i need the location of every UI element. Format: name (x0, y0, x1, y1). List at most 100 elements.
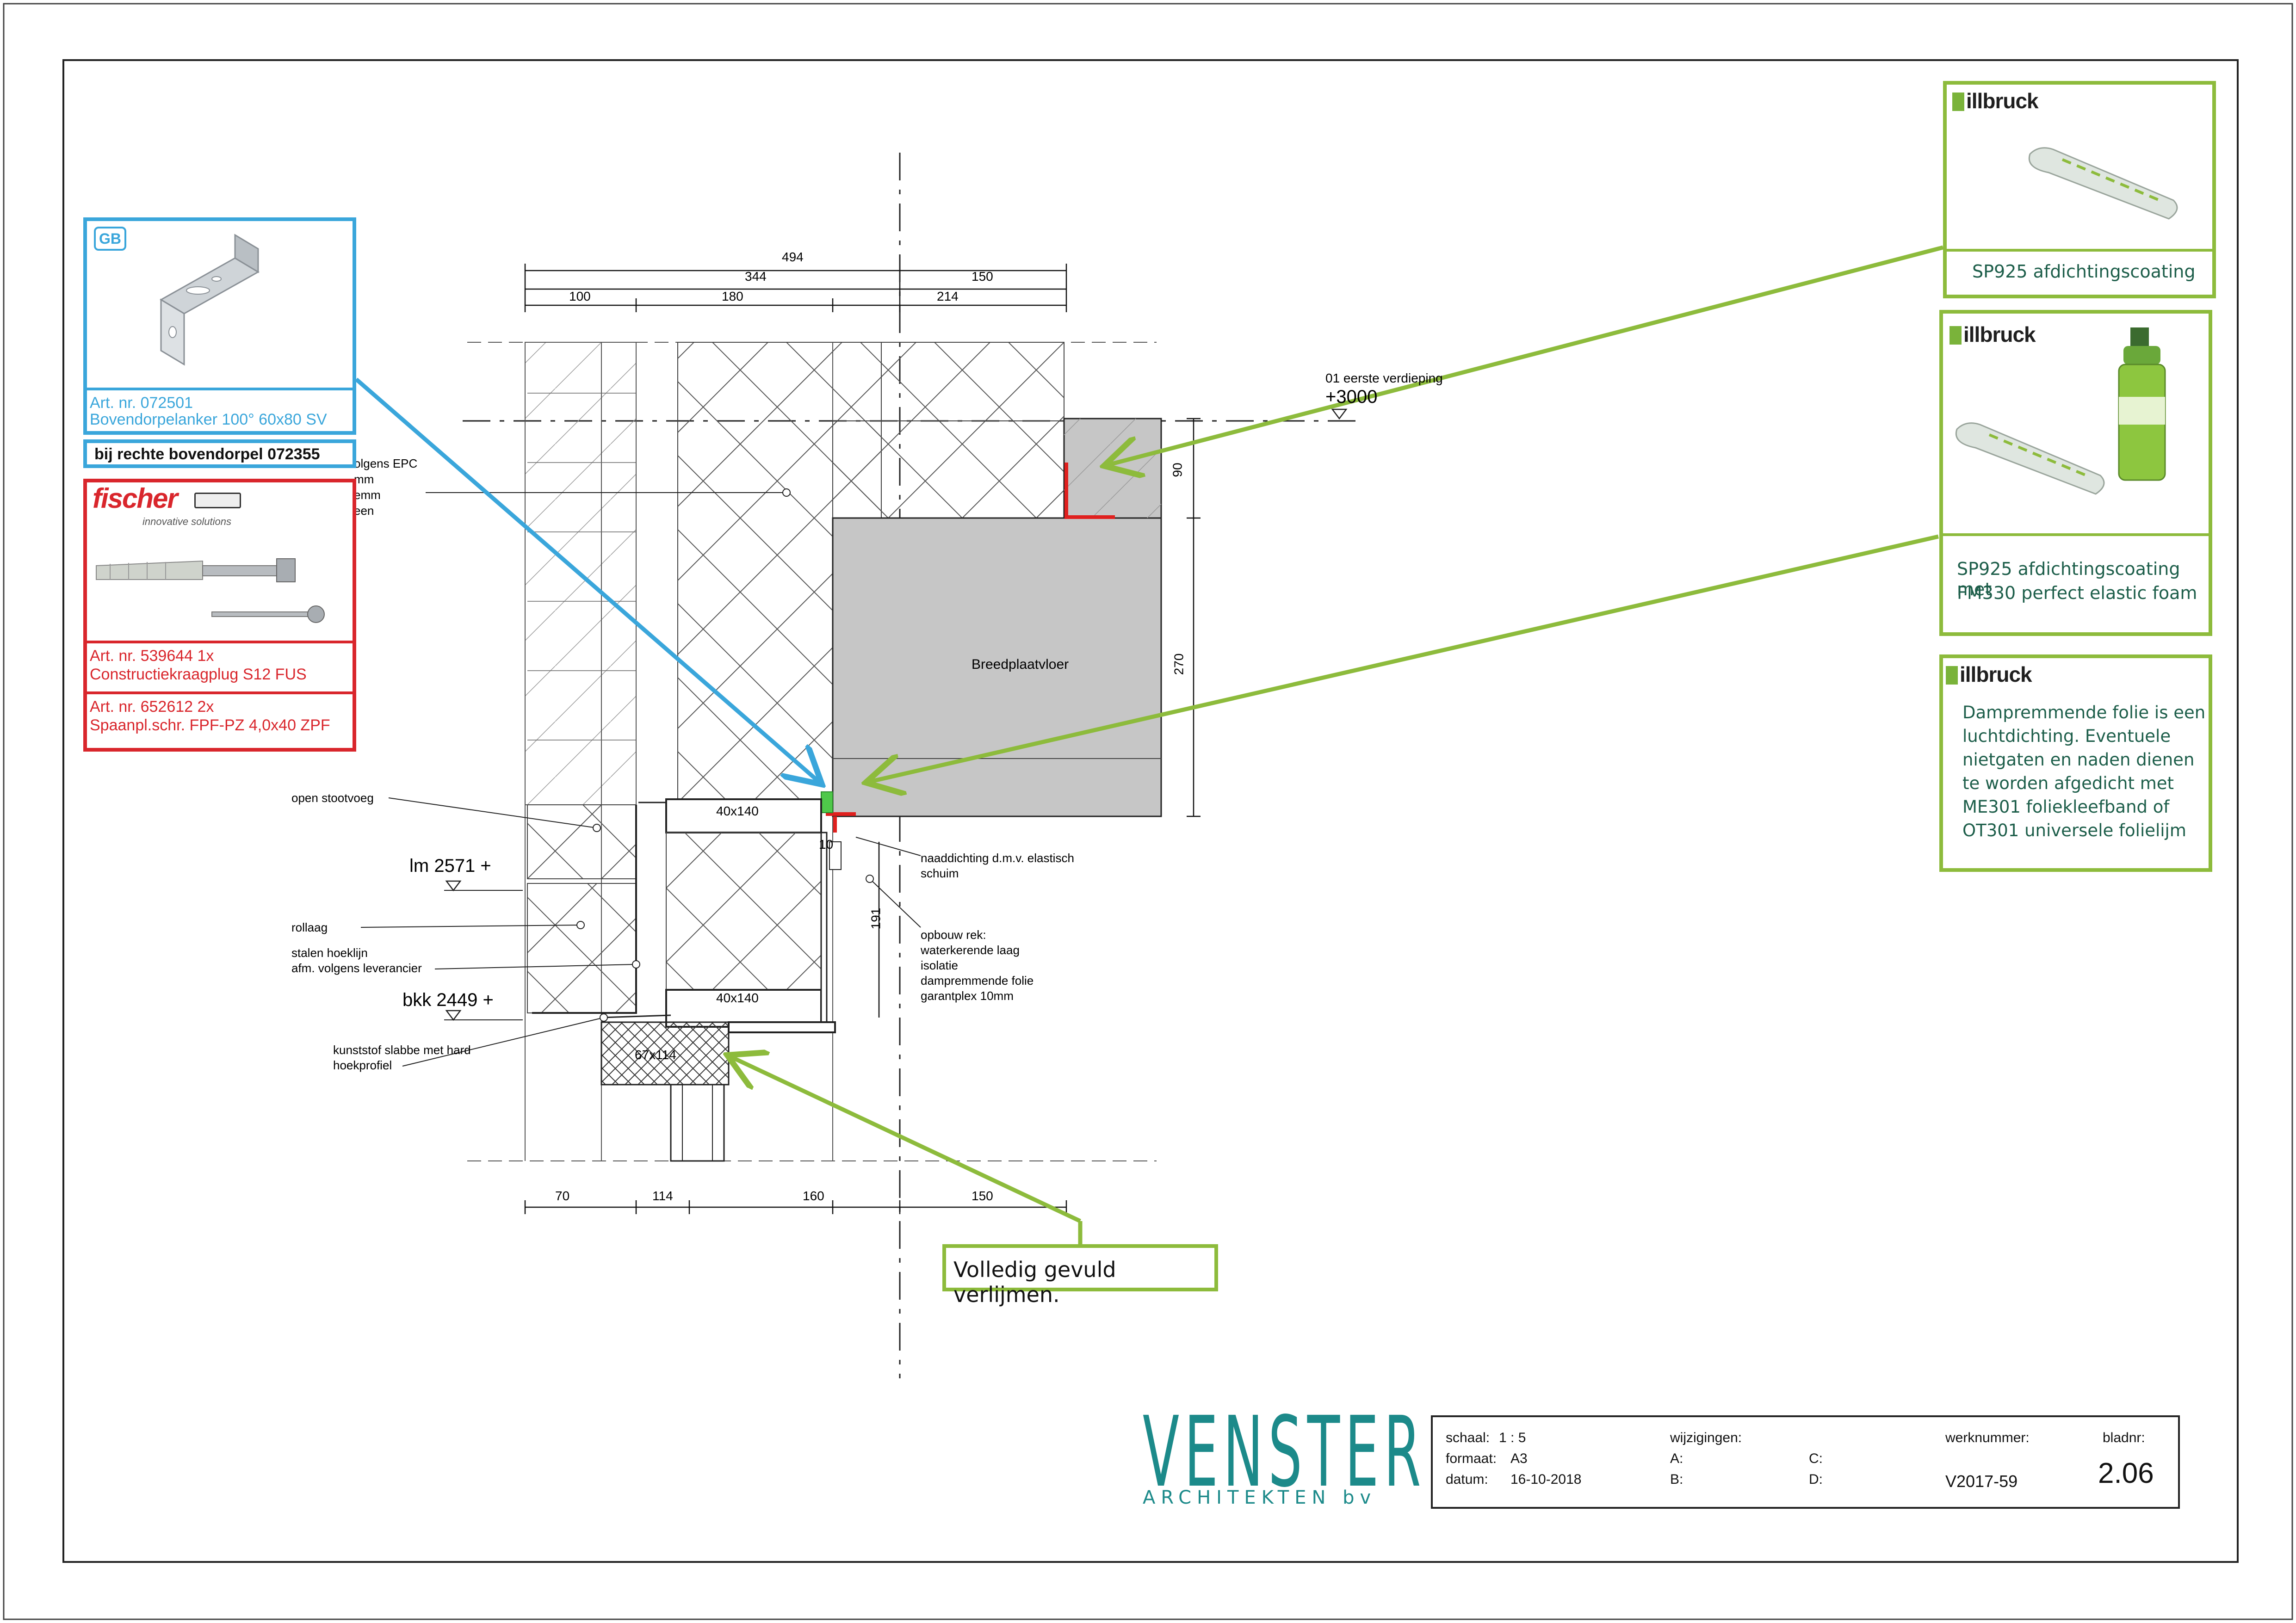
label-opbouw-3: isolatie (921, 958, 958, 972)
label-opbouw: opbouw rek: waterkerende laag isolatie d… (921, 927, 1034, 1004)
label-epc-3: emm (354, 488, 381, 502)
gb-art-1: Art. nr. 072501 (87, 388, 355, 412)
arrow-green-box1 (1108, 245, 1944, 465)
steel-angle (532, 805, 637, 1014)
outer-frame (3, 3, 2293, 1620)
gb-art-2: Bovendorpelanker 100° 60x80 SV (90, 411, 327, 428)
illbruck-box-3-line-3: nietgaten en naden dienen (1962, 750, 2195, 770)
label-stalen-hoeklijn: stalen hoeklijn (291, 946, 368, 960)
arrow-green-box2 (870, 534, 1939, 782)
venster-logo: VENSTER ARCHITEKTEN bv (1143, 1404, 1421, 1524)
volledig-text: Volledig gevuld verlijmen. (953, 1257, 1116, 1307)
frame-67x114 (600, 1021, 730, 1086)
illbruck-box-3-line-6: OT301 universele folielijm (1962, 821, 2186, 840)
illbruck-box-3-line-5: ME301 foliekleefband of (1962, 797, 2170, 817)
label-opbouw-5: garantplex 10mm (921, 989, 1014, 1003)
wall-insulation-lower (666, 832, 822, 990)
illbruck-box-3-line-2: luchtdichting. Eventuele (1962, 726, 2171, 746)
wijziging-a: A: (1670, 1451, 1683, 1466)
label-breedplaatvloer: Breedplaatvloer (972, 657, 1069, 672)
arrow-green-volledig (731, 1057, 1081, 1223)
label-lm: lm 2571 + (409, 856, 491, 876)
label-67x114: 67x114 (635, 1048, 676, 1062)
fischer-callout-box: fischer innovative solutions Art. nr. 53… (83, 479, 356, 752)
label-bkk: bkk 2449 + (402, 990, 494, 1010)
werknummer-value: V2017-59 (1945, 1472, 2018, 1491)
level-value: +3000 (1325, 387, 1378, 407)
dim-150-top: 150 (972, 269, 993, 284)
gb-callout-box: GB Art. nr. 072501 Bovendorpelanker 100°… (83, 217, 356, 435)
fischer-art1-line1: Art. nr. 539644 1x (87, 641, 355, 665)
illbruck-logo-1: illbruck (1952, 88, 2039, 113)
label-kunststof-2: hoekprofiel (333, 1058, 392, 1072)
label-40x140-top: 40x140 (716, 804, 759, 818)
illbruck-box-3-text: Dampremmende folie is een luchtdichting.… (1962, 701, 2205, 842)
illbruck-box-2-text-1: SP925 afdichtingscoating met (1957, 559, 2180, 599)
schaal-value: 1 : 5 (1499, 1430, 1526, 1445)
illbruck-box-1-text: SP925 afdichtingscoating (1972, 261, 2196, 282)
dim-160: 160 (803, 1189, 824, 1203)
arrow-blue-anker (355, 377, 819, 782)
label-naaddichting-1: naaddichting d.m.v. elastisch (921, 851, 1074, 865)
label-naaddichting-2: schuim (921, 866, 959, 880)
label-kunststof-1: kunststof slabbe met hard (333, 1043, 471, 1057)
gb-logo: GB (94, 227, 126, 251)
wijziging-c: C: (1809, 1451, 1823, 1466)
dim-494: 494 (782, 250, 804, 264)
wijziging-d: D: (1809, 1472, 1823, 1487)
label-open-stootvoeg: open stootvoeg (291, 791, 374, 805)
fischer-art2-line1: Art. nr. 652612 2x (87, 691, 355, 716)
illbruck-box-3: illbruck Dampremmende folie is een lucht… (1939, 654, 2212, 872)
sealant-tube-icon-2 (1956, 422, 2105, 495)
illbruck-box-1-divider (1947, 249, 2212, 252)
foam-can-icon (2118, 327, 2166, 481)
venster-logo-sub: ARCHITEKTEN bv (1143, 1487, 1377, 1508)
dim-214: 214 (937, 289, 959, 303)
datum-value: 16-10-2018 (1510, 1472, 1582, 1487)
volledig-box: Volledig gevuld verlijmen. (942, 1244, 1218, 1307)
label-stalen-afm: afm. volgens leverancier (291, 961, 422, 975)
kunststof-slabbe (601, 1014, 671, 1018)
dim-114: 114 (652, 1189, 673, 1203)
fischer-tagline: innovative solutions (142, 516, 232, 527)
illbruck-box-3-line-1: Dampremmende folie is een (1962, 703, 2206, 722)
illbruck-logo-text-2: illbruck (1963, 322, 2036, 346)
level-label: 01 eerste verdieping (1325, 371, 1443, 385)
dim-10: 10 (819, 837, 834, 852)
label-epc-4: een (354, 504, 374, 518)
wijziging-b: B: (1670, 1472, 1683, 1487)
label-epc-fragment: olgens EPC mm emm een (354, 456, 417, 518)
inner-frame (62, 59, 2239, 1563)
bracket-image (160, 234, 260, 366)
illbruck-logo-text-1: illbruck (1966, 89, 2039, 113)
formaat-value: A3 (1510, 1451, 1528, 1466)
bladnr-value: 2.06 (2098, 1457, 2154, 1489)
formaat-label: formaat: (1446, 1451, 1497, 1466)
plug-screw-image (96, 558, 325, 623)
dim-180: 180 (722, 289, 743, 303)
dim-344: 344 (745, 269, 767, 284)
label-rollaag: rollaag (291, 920, 328, 934)
illbruck-logo-3: illbruck (1946, 662, 2032, 687)
label-epc-2: mm (354, 472, 374, 486)
titleblock-frame (1431, 1415, 2180, 1509)
illbruck-logo-text-3: illbruck (1960, 662, 2032, 686)
dim-150-bottom: 150 (972, 1189, 993, 1203)
gb-extra-text: bij rechte bovendorpel 072355 (94, 445, 320, 463)
green-foam (821, 791, 833, 813)
illbruck-box-2-divider (1943, 533, 2209, 536)
fischer-logo: fischer (93, 483, 178, 514)
fischer-art2-line2: Spaanpl.schr. FPF-PZ 4,0x40 ZPF (90, 716, 330, 734)
red-seal-upper (1064, 463, 1115, 519)
sealant-tube-icon-1 (2029, 147, 2178, 220)
dim-270: 270 (1171, 653, 1186, 675)
illbruck-box-3-line-4: te worden afgedicht met (1962, 773, 2174, 793)
gb-extra-box: bij rechte bovendorpel 072355 (83, 439, 356, 468)
dim-90: 90 (1170, 463, 1185, 477)
schaal-label: schaal: (1446, 1430, 1490, 1445)
dim-70: 70 (555, 1189, 570, 1203)
label-40x140-bottom: 40x140 (716, 991, 759, 1005)
label-opbouw-1: opbouw rek: (921, 928, 986, 942)
illbruck-box-2-text-2: FM330 perfect elastic foam (1957, 583, 2197, 603)
